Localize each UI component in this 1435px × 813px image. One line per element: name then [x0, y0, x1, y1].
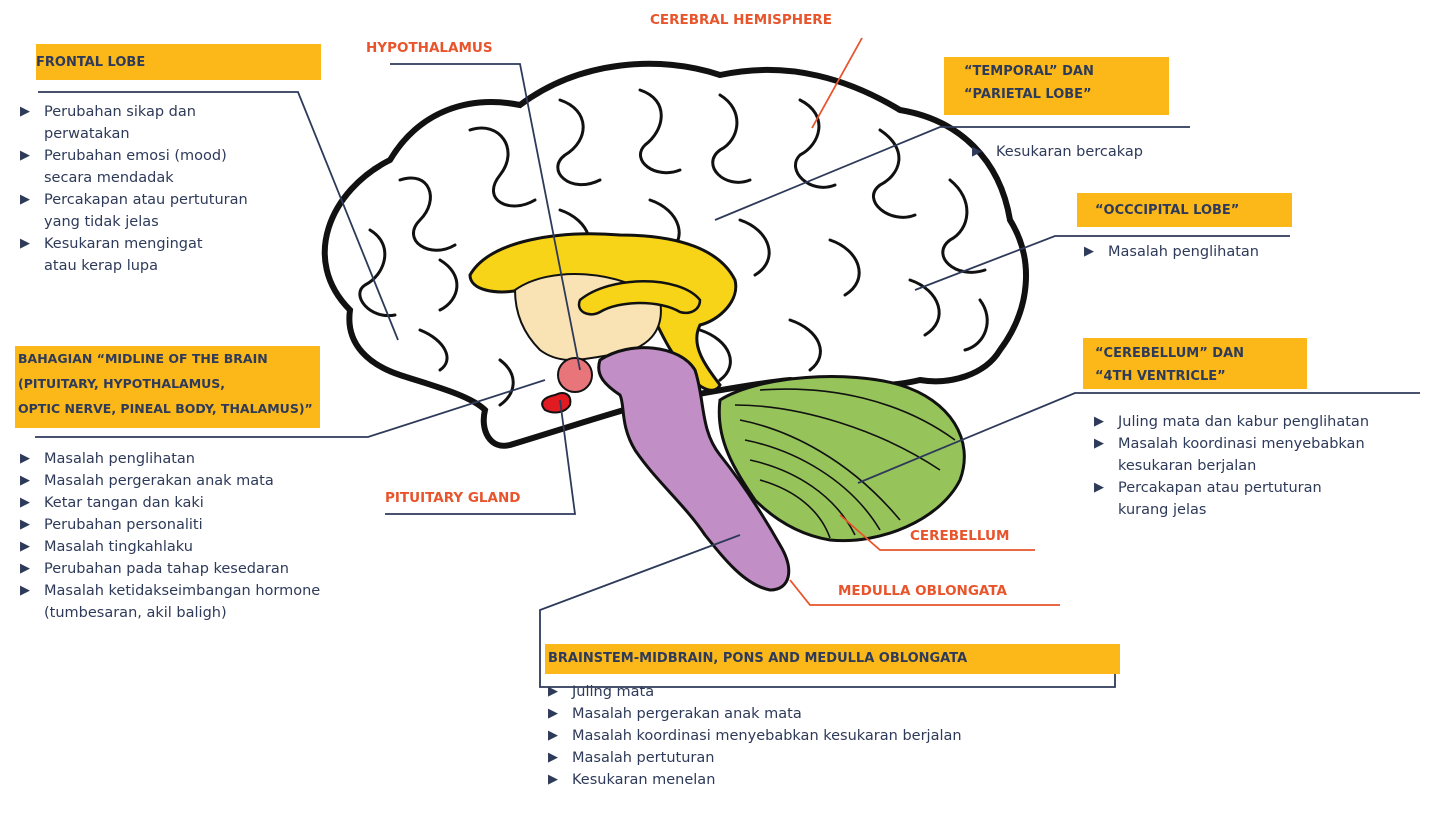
- label-cerebellum: CEREBELLUM: [910, 528, 1009, 544]
- list-item: Masalah pertuturan: [542, 747, 962, 769]
- list-item: Perubahan personaliti: [14, 514, 320, 536]
- list-item: kesukaran berjalan: [1088, 455, 1369, 477]
- list-item: Masalah koordinasi menyebabkan kesukaran…: [542, 725, 962, 747]
- list-item: Perubahan pada tahap kesedaran: [14, 558, 320, 580]
- list-item: atau kerap lupa: [14, 255, 248, 277]
- label-hypothalamus: HYPOTHALAMUS: [366, 40, 493, 56]
- occipital-list: Masalah penglihatan: [1078, 241, 1259, 263]
- frontal-lobe-list: Perubahan sikap dan perwatakan Perubahan…: [14, 101, 248, 277]
- frontal-lobe-title: FRONTAL LOBE: [36, 55, 145, 70]
- label-pituitary-gland: PITUITARY GLAND: [385, 490, 521, 506]
- list-item: Juling mata: [542, 681, 962, 703]
- midline-list: Masalah penglihatan Masalah pergerakan a…: [14, 448, 320, 624]
- list-item: Masalah penglihatan: [14, 448, 320, 470]
- list-item: Percakapan atau pertuturan: [1088, 477, 1369, 499]
- midline-title-line3: OPTIC NERVE, PINEAL BODY, THALAMUS)”: [18, 399, 320, 418]
- brainstem-list: Juling mata Masalah pergerakan anak mata…: [542, 681, 962, 791]
- temporal-parietal-header: “TEMPORAL” DAN “PARIETAL LOBE”: [944, 57, 1169, 115]
- list-item: Juling mata dan kabur penglihatan: [1088, 411, 1369, 433]
- list-item: Masalah ketidakseimbangan hormone: [14, 580, 320, 602]
- list-item: perwatakan: [14, 123, 248, 145]
- list-item: secara mendadak: [14, 167, 248, 189]
- temporal-title-line2: “PARIETAL LOBE”: [964, 85, 1169, 104]
- list-item: Ketar tangan dan kaki: [14, 492, 320, 514]
- list-item: Kesukaran mengingat: [14, 233, 248, 255]
- list-item: kurang jelas: [1088, 499, 1369, 521]
- hypothalamus-shape: [558, 358, 592, 392]
- list-item: Masalah tingkahlaku: [14, 536, 320, 558]
- list-item: Kesukaran bercakap: [966, 141, 1143, 163]
- list-item: yang tidak jelas: [14, 211, 248, 233]
- cerebellum-title-line2: “4TH VENTRICLE”: [1095, 367, 1307, 386]
- frontal-lobe-header: FRONTAL LOBE: [36, 44, 321, 80]
- occipital-title: “OCCCIPITAL LOBE”: [1095, 203, 1239, 218]
- cerebellum-title-line1: “CEREBELLUM” DAN: [1095, 344, 1307, 363]
- list-item: (tumbesaran, akil baligh): [14, 602, 320, 624]
- midline-title-line2: (PITUITARY, HYPOTHALAMUS,: [18, 374, 320, 393]
- occipital-header: “OCCCIPITAL LOBE”: [1077, 193, 1292, 227]
- cerebellum-header: “CEREBELLUM” DAN “4TH VENTRICLE”: [1083, 338, 1307, 389]
- temporal-title-line1: “TEMPORAL” DAN: [964, 62, 1169, 81]
- list-item: Perubahan emosi (mood): [14, 145, 248, 167]
- list-item: Percakapan atau pertuturan: [14, 189, 248, 211]
- midline-title-line1: BAHAGIAN “MIDLINE OF THE BRAIN: [18, 349, 320, 368]
- brainstem-title: BRAINSTEM-MIDBRAIN, PONS AND MEDULLA OBL…: [548, 651, 967, 666]
- label-medulla-oblongata: MEDULLA OBLONGATA: [838, 583, 1007, 599]
- brainstem-header: BRAINSTEM-MIDBRAIN, PONS AND MEDULLA OBL…: [545, 644, 1120, 674]
- midline-header: BAHAGIAN “MIDLINE OF THE BRAIN (PITUITAR…: [15, 346, 320, 428]
- list-item: Masalah pergerakan anak mata: [14, 470, 320, 492]
- list-item: Masalah pergerakan anak mata: [542, 703, 962, 725]
- temporal-parietal-list: Kesukaran bercakap: [966, 141, 1143, 163]
- list-item: Masalah penglihatan: [1078, 241, 1259, 263]
- list-item: Kesukaran menelan: [542, 769, 962, 791]
- list-item: Masalah koordinasi menyebabkan: [1088, 433, 1369, 455]
- list-item: Perubahan sikap dan: [14, 101, 248, 123]
- cerebellum-list: Juling mata dan kabur penglihatan Masala…: [1088, 411, 1369, 521]
- label-cerebral-hemisphere: CEREBRAL HEMISPHERE: [650, 12, 832, 28]
